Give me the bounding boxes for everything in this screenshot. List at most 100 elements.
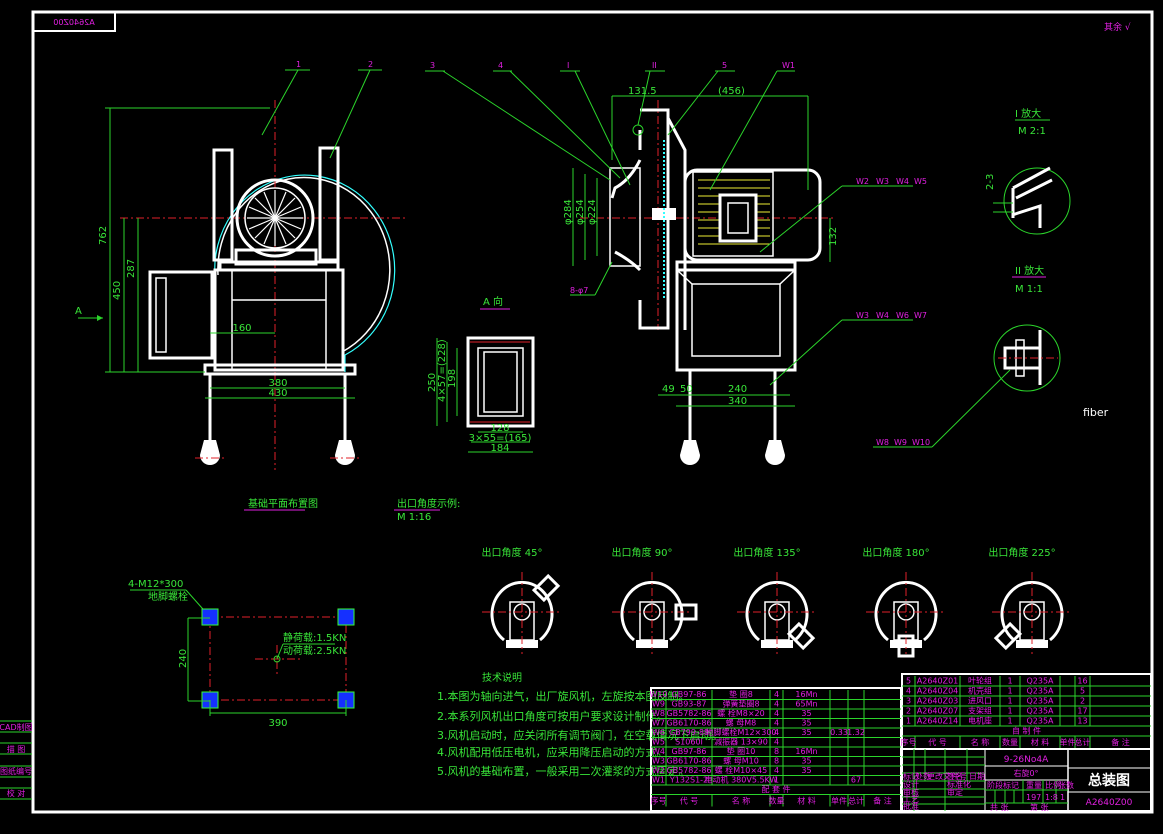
table-cell: 1 [774, 776, 779, 785]
table-group-label: 自 制 件 [1012, 726, 1041, 736]
part-label-W10: W10 [912, 438, 930, 447]
outlet-title: 出口角度示例: [397, 497, 460, 510]
table-cell: A2640Z03 [917, 697, 959, 706]
table-header-cell: 序号 [651, 796, 667, 806]
outlet-examples: 出口角度示例: M 1:16 出口角度 45° 出口角度 90° 出口角度 135°… [394, 497, 1072, 658]
dim-phi224: φ224 [587, 199, 598, 225]
table-cell: 减振器 13×90 [714, 737, 768, 747]
table-cell: 5 [906, 677, 911, 686]
table-cell: 5 [1080, 687, 1085, 696]
dim-160: 160 [232, 323, 251, 334]
dim-762: 762 [98, 226, 109, 245]
tech-note: 5.风机的基础布置，一般采用二次灌浆的方式固定。 [437, 764, 690, 778]
dim-50: 50 [680, 384, 693, 395]
outlet-example: 出口角度 90° [612, 546, 698, 654]
dim-390-found: 390 [268, 718, 287, 729]
table-cell: W7 [652, 719, 665, 728]
dim-132: 132 [828, 227, 839, 246]
title-block: 9-26No4A 右旋0° 总装图 A2640Z00 标记 处数 更改文件号 签… [902, 748, 1151, 812]
table-cell: 4 [774, 738, 779, 747]
table-header-cell: 备 注 [873, 796, 892, 806]
table-cell: Q235A [1026, 707, 1054, 716]
part-label-3: 3 [430, 61, 435, 70]
role2: 审定 [947, 787, 963, 797]
rotation: 右旋0° [1013, 768, 1038, 778]
table-cell: 0.33 [830, 728, 848, 737]
table-cell: 8 [774, 757, 779, 766]
table-cell: Q235A [1026, 697, 1054, 706]
part-label-W6: W6 [896, 311, 909, 320]
table-cell: Q235A [1026, 677, 1054, 686]
table-cell: 1 [1007, 677, 1012, 686]
outlet-example: 出口角度 225° [988, 546, 1072, 654]
table-cell: 螺 栓M10×45 [715, 765, 768, 775]
drawing-name: 总装图 [1088, 772, 1130, 789]
table-group-label: 配 套 件 [761, 784, 790, 794]
table-header-cell: 单件 [831, 796, 847, 806]
table-header-cell: 名 称 [971, 737, 990, 747]
dim-380: 380 [268, 378, 287, 389]
table-cell: 3 [906, 697, 911, 706]
drawing-number: A2640Z00 [1086, 798, 1133, 808]
outlet-example: 出口角度 135° [733, 546, 817, 654]
role2: 标准化 [947, 779, 971, 789]
drawing-border [31, 10, 1154, 814]
table-row: W5 S1060I 减振器 13×90 4 [652, 737, 779, 747]
stamp-text: CAD制图 [0, 722, 33, 732]
rev-header: 标记 [903, 771, 919, 781]
part-label-2: 2 [368, 60, 373, 69]
dim-131-5: 131.5 [628, 86, 657, 97]
table-cell: 16 [1077, 677, 1087, 686]
table-cell: 8 [774, 747, 779, 756]
static-load: 静荷载:1.5KN [283, 631, 346, 644]
tech-note: 4.风机配用低压电机，应采用降压启动的方式。 [437, 745, 668, 759]
outlet-scale: M 1:16 [397, 512, 431, 523]
a-view-title: A 向 [483, 295, 503, 308]
dim-228: 4×57=(228) [437, 339, 448, 402]
table-cell: W10 [649, 690, 667, 699]
table-cell: 2 [906, 707, 911, 716]
table-cell: GB5782-86 [666, 709, 711, 718]
table-header-cell: 总计 [848, 796, 864, 806]
table-cell: 67 [851, 776, 861, 785]
role: 工艺 [903, 795, 919, 804]
table-cell: GB5782-86 [666, 766, 711, 775]
table-header-cell: 序号 [901, 737, 917, 747]
weight-value: 197 [1026, 793, 1041, 802]
sheet-label: 共 张 [990, 803, 1009, 812]
dim-128: 128 [490, 423, 509, 434]
tech-note: 1.本图为轴向进气，出厂旋风机，左旋按本图反制。 [437, 689, 690, 703]
stamp-text: 描 图 [7, 744, 26, 754]
stage-header: 张数 [1058, 780, 1074, 790]
fiber-label: fiber [1083, 406, 1109, 419]
table-cell: A2640Z01 [917, 677, 959, 686]
part-label-W9: W9 [894, 438, 907, 447]
part-label-W4: W4 [896, 177, 909, 186]
part-label-4: 4 [498, 61, 503, 70]
table-cell: W4 [652, 747, 665, 756]
sheet-label-2: 第 张 [1030, 802, 1049, 812]
table-cell: W9 [652, 700, 665, 709]
dim-165: 3×55=(165) [469, 433, 532, 444]
rev-header: 日期 [969, 772, 985, 781]
outlet-angle-label: 出口角度 45° [482, 546, 543, 559]
table-cell: 16Mn [795, 690, 817, 699]
stamp-text: 图纸编号 [0, 766, 32, 776]
role: 批准 [903, 801, 919, 811]
table-cell: 1 [1007, 707, 1012, 716]
rev-header: 处数 [915, 771, 931, 781]
table-cell: W5 [652, 738, 665, 747]
table-cell: W6 [652, 728, 665, 737]
table-cell: S1060I [675, 738, 703, 747]
dim-287: 287 [126, 259, 137, 278]
detail-2-title: II 放大 [1015, 264, 1044, 277]
table-cell: 4 [774, 709, 779, 718]
